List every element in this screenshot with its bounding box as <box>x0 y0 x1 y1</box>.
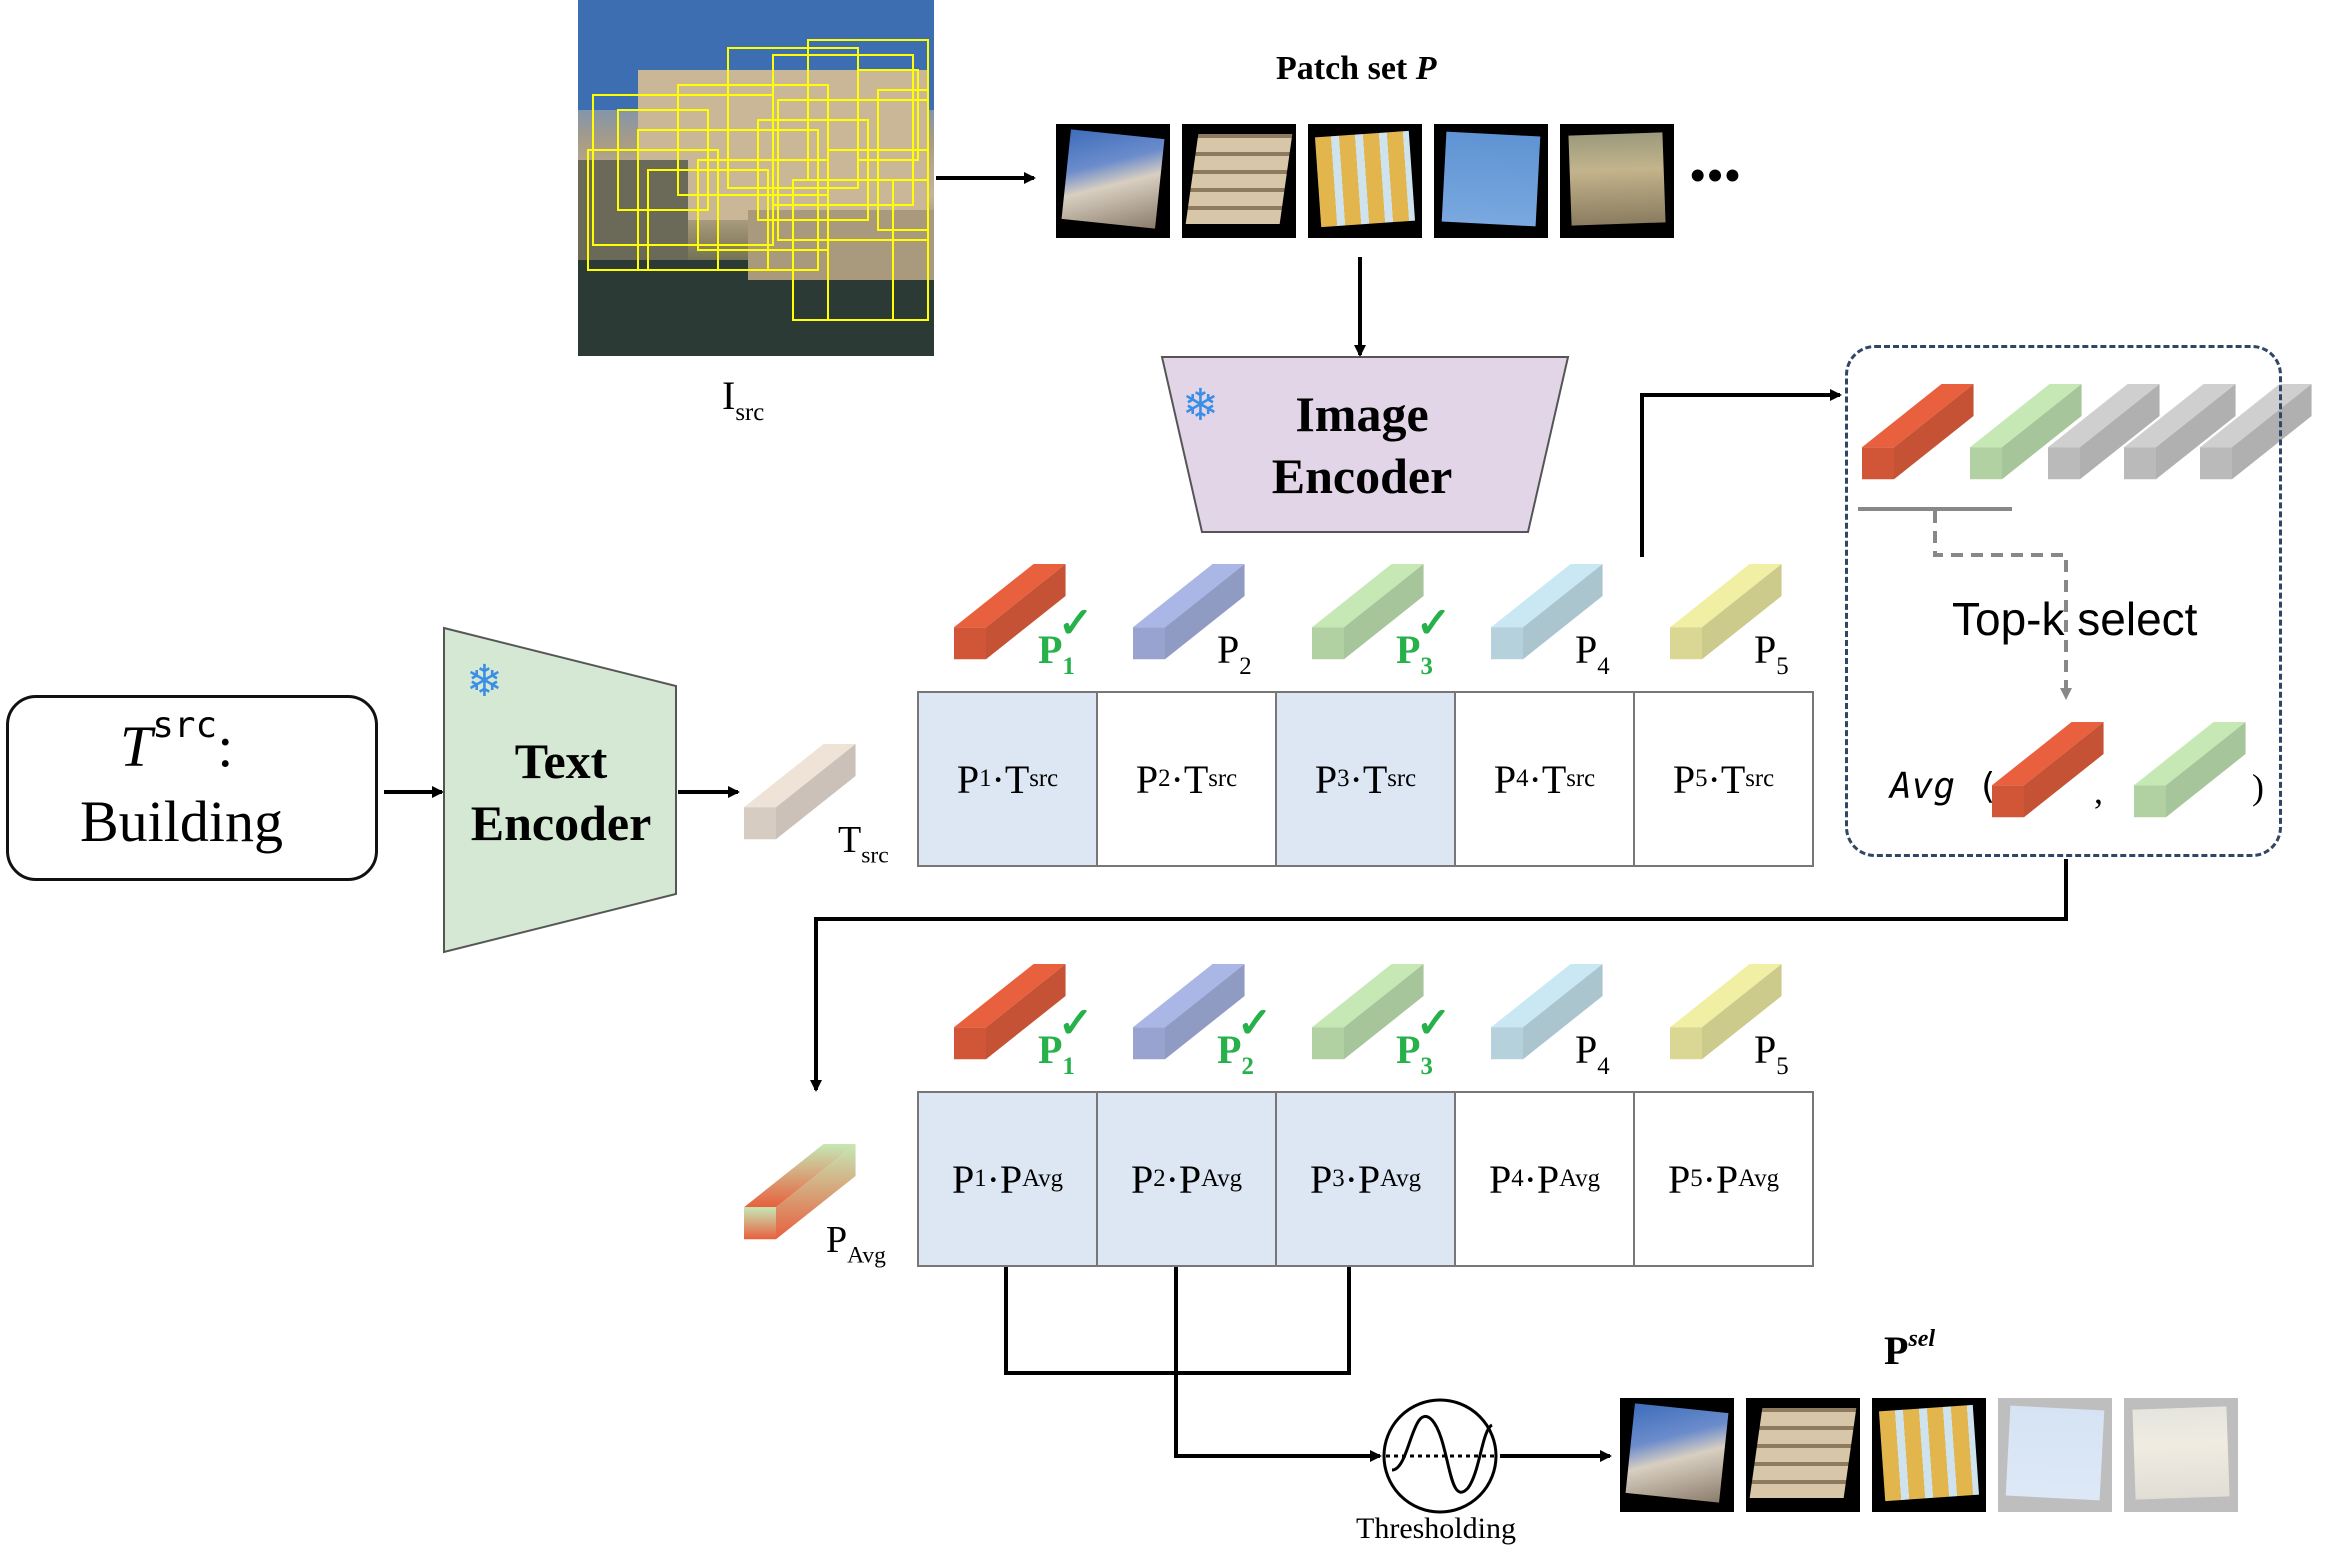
check-icon: ✓ <box>1416 1001 1452 1047</box>
text-embedding-cuboid <box>744 744 856 840</box>
thresholding-label: Thresholding <box>1356 1512 1516 1545</box>
patch-label-2: P2✓ <box>1217 1001 1272 1081</box>
text-encoder-shape <box>443 626 677 954</box>
arrow-panel-to-avg <box>810 859 2068 1092</box>
rejected-patch-thumbnail <box>2124 1398 2238 1512</box>
avg-close-paren: ) <box>2252 767 2264 807</box>
topk-bar-green <box>1970 384 2082 480</box>
patch-label-5: P5 <box>1754 1027 1789 1081</box>
topk-dashed-arrow <box>1933 511 2072 700</box>
snowflake-icon: ❄ <box>1182 381 1219 430</box>
text-embedding-label: Tsrc <box>838 819 889 869</box>
topk-panel <box>1845 345 2282 857</box>
patch-embedding-3 <box>1312 564 1424 660</box>
check-icon: ✓ <box>1058 601 1094 647</box>
check-icon: ✓ <box>1237 1001 1273 1047</box>
patch-label-3: P3✓ <box>1396 1001 1451 1081</box>
patch-label-4: P4 <box>1575 1027 1610 1081</box>
image-encoder-shape <box>1160 356 1570 533</box>
source-image <box>578 0 934 356</box>
avg-input-green <box>2134 722 2246 818</box>
selected-set-label: Psel <box>1884 1326 1936 1373</box>
check-icon: ✓ <box>1058 1001 1094 1047</box>
text-prompt-box <box>6 695 378 881</box>
snowflake-icon: ❄ <box>466 657 503 706</box>
check-icon: ✓ <box>1416 601 1452 647</box>
thresholding-icon <box>1382 1398 1498 1514</box>
patch-label-1: P1✓ <box>1038 1001 1093 1081</box>
topk-label: Top-k select <box>1952 593 2198 645</box>
patch-set-ellipsis: ••• <box>1690 151 1743 200</box>
patch-embedding-2 <box>1133 564 1245 660</box>
patch-label-4: P4 <box>1575 627 1610 681</box>
patch-embedding-5 <box>1670 564 1782 660</box>
patch-embedding-1 <box>954 564 1066 660</box>
avg-word: Avg ( <box>1890 766 1999 807</box>
selected-patch-thumbnail <box>1872 1398 1986 1512</box>
patch-embedding-2 <box>1133 964 1245 1060</box>
patch-thumbnail <box>1434 124 1548 238</box>
embedding-cuboids <box>744 384 2312 1240</box>
patch-set-title: Patch set P <box>1276 50 1437 87</box>
patch-label-2: P2 <box>1217 627 1252 681</box>
patch-embedding-4 <box>1491 964 1603 1060</box>
patch-label-5: P5 <box>1754 627 1789 681</box>
avg-input-red <box>1992 722 2104 818</box>
patch-embedding-4 <box>1491 564 1603 660</box>
patch-label-3: P3✓ <box>1396 601 1451 681</box>
patch-embedding-5 <box>1670 964 1782 1060</box>
selected-patch-thumbnail <box>1620 1398 1734 1512</box>
patch-thumbnail <box>1308 124 1422 238</box>
text-prompt-class: Building <box>80 789 284 854</box>
source-image-label: Isrc <box>722 373 765 427</box>
topk-bar-gray <box>2048 384 2160 480</box>
avg-embedding-label: PAvg <box>826 1219 886 1269</box>
patch-thumbnail <box>1182 124 1296 238</box>
text-prompt-symbol: Tsrc: <box>120 705 234 779</box>
patch-boxes-overlay <box>578 0 934 356</box>
patch-label-1: P1✓ <box>1038 601 1093 681</box>
patch-embedding-3 <box>1312 964 1424 1060</box>
topk-bar-gray <box>2200 384 2312 480</box>
patch-thumbnail <box>1560 124 1674 238</box>
arrow-to-topk-panel <box>1640 389 1842 557</box>
selected-patch-thumbnail <box>1746 1398 1860 1512</box>
avg-comma: , <box>2094 771 2103 811</box>
topk-bar-red <box>1862 384 1974 480</box>
patch-embedding-1 <box>954 964 1066 1060</box>
patch-thumbnail <box>1056 124 1170 238</box>
rejected-patch-thumbnail <box>1998 1398 2112 1512</box>
avg-embedding-cuboid <box>744 1144 856 1240</box>
topk-bar-gray <box>2124 384 2236 480</box>
arrow-to-threshold <box>1174 1267 1382 1462</box>
